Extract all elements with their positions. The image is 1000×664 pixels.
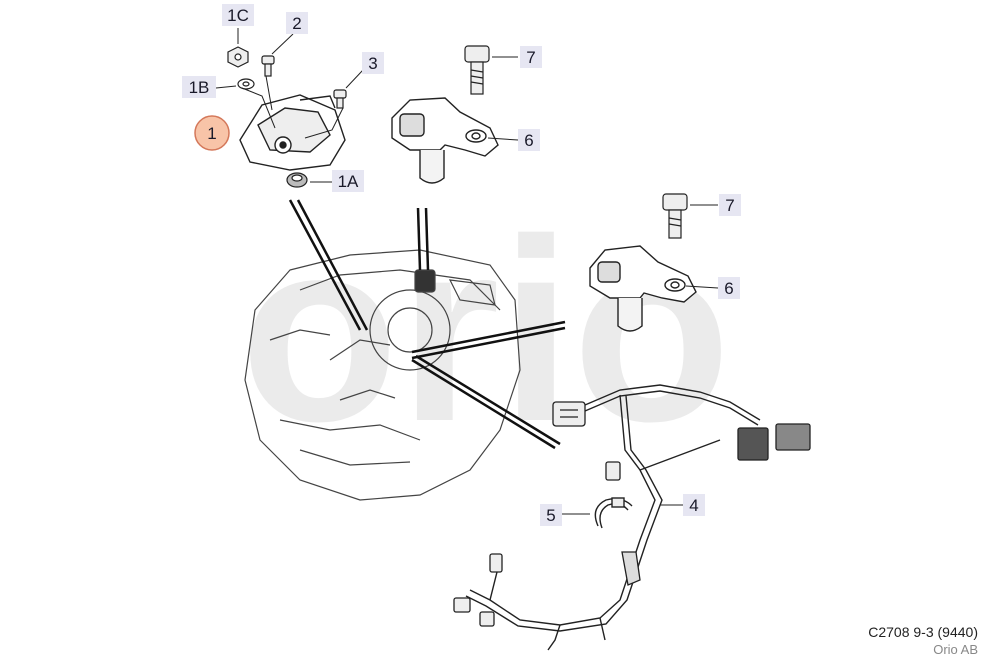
bolt-7-mid — [662, 193, 688, 239]
seal-1a — [286, 172, 308, 188]
callout-leaders — [215, 28, 719, 515]
harness-connectors — [453, 401, 811, 627]
callout-labels: 1C 2 1B 3 1A 7 6 7 6 4 5 — [182, 4, 741, 526]
callout-7-mid-label: 7 — [725, 196, 734, 215]
bolt-7-top — [464, 45, 490, 95]
watermark-text: orio — [240, 186, 731, 476]
callout-4-label: 4 — [689, 496, 698, 515]
callout-3-label: 3 — [368, 54, 377, 73]
callout-1-label: 1 — [207, 124, 216, 143]
nut-1c — [227, 46, 249, 68]
callout-1-highlight[interactable]: 1 — [194, 115, 230, 151]
watermark-logo: orio — [240, 186, 731, 476]
bolt-2 — [261, 55, 275, 77]
switch-assembly — [239, 94, 346, 171]
callout-2-label: 2 — [292, 14, 301, 33]
callout-1a-label: 1A — [338, 172, 359, 191]
callout-1c-label: 1C — [227, 6, 249, 25]
cable-clip — [594, 497, 633, 529]
washer-1b — [237, 78, 255, 90]
speed-sensor-mid — [589, 245, 697, 332]
diagram-caption: C2708 9-3 (9440) Orio AB — [868, 624, 978, 658]
callout-7-top-label: 7 — [526, 48, 535, 67]
callout-5-label: 5 — [546, 506, 555, 525]
transmission-housing — [244, 249, 521, 501]
callout-1b-label: 1B — [189, 78, 210, 97]
company-name: Orio AB — [933, 642, 978, 657]
callout-6-top-label: 6 — [524, 131, 533, 150]
speed-sensor-top — [391, 97, 499, 184]
leader-lines — [288, 199, 566, 450]
callout-6-mid-label: 6 — [724, 279, 733, 298]
diagram-code: C2708 9-3 (9440) — [868, 624, 978, 640]
bolt-3 — [333, 89, 347, 109]
